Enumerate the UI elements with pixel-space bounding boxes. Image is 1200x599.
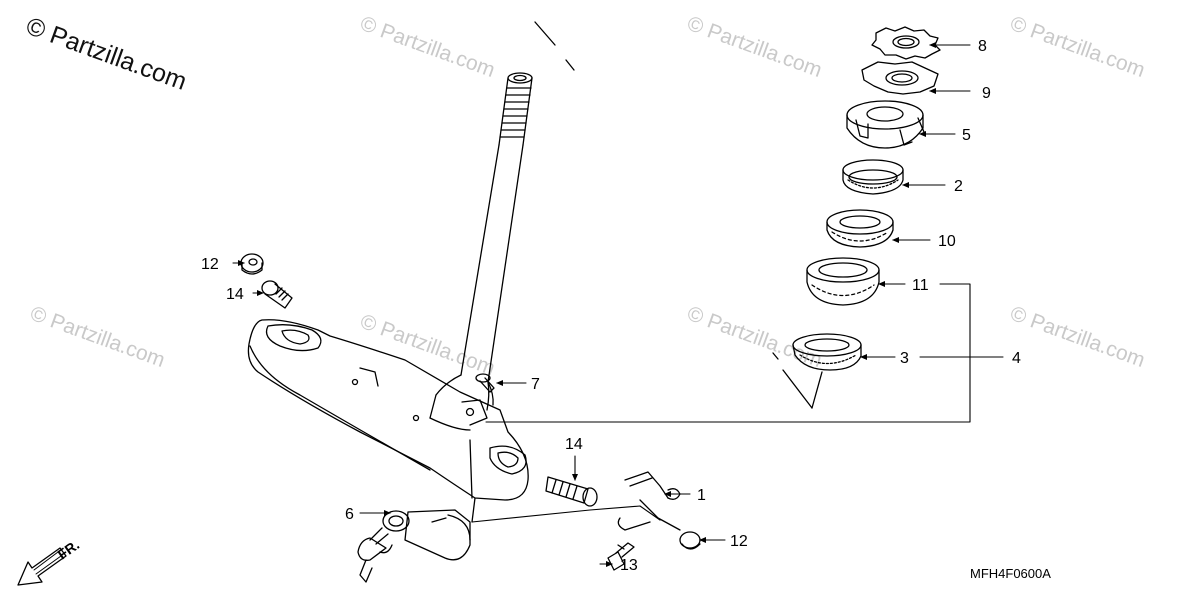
bolt-14-mid — [545, 476, 598, 507]
bearing-11 — [806, 257, 880, 306]
callout-10: 10 — [938, 233, 956, 250]
steering-stem — [429, 72, 533, 419]
callout-13: 13 — [620, 557, 638, 574]
bearing-race-3 — [792, 333, 862, 371]
callout-6: 6 — [345, 506, 354, 523]
leader-arrowheads — [238, 42, 936, 567]
callout-7: 7 — [531, 376, 540, 393]
bottom-bridge — [247, 319, 529, 523]
diagram-code: MFH4F0600A — [970, 566, 1051, 581]
bearing-10 — [826, 209, 894, 248]
callout-11: 11 — [912, 277, 929, 294]
lock-nut-8 — [871, 26, 941, 60]
bolt-14-top — [261, 280, 293, 309]
clip-1 — [617, 471, 681, 531]
lock-washer-9 — [861, 61, 939, 95]
callout-12-bottom: 12 — [730, 533, 748, 550]
callout-3: 3 — [900, 350, 909, 367]
callout-1: 1 — [697, 487, 706, 504]
steering-lock-6 — [357, 509, 471, 583]
callout-9: 9 — [982, 85, 991, 102]
callout-12-top: 12 — [201, 256, 219, 273]
callout-8: 8 — [978, 38, 987, 55]
callout-14-top: 14 — [226, 286, 244, 303]
cap-nut-12-top — [240, 253, 264, 275]
break-mark-top — [534, 21, 575, 71]
front-direction-arrow — [17, 547, 67, 586]
adjusting-nut-5 — [846, 100, 925, 149]
leader-lines — [232, 44, 1004, 565]
break-mark-lower — [772, 352, 823, 409]
screw-7 — [475, 373, 495, 393]
cap-12-bottom — [679, 531, 701, 550]
callout-5: 5 — [962, 127, 971, 144]
callout-4: 4 — [1012, 350, 1021, 367]
callout-2: 2 — [954, 178, 963, 195]
callout-14-mid: 14 — [565, 436, 583, 453]
dust-seal-2 — [842, 159, 904, 195]
bolt-13 — [607, 542, 635, 571]
